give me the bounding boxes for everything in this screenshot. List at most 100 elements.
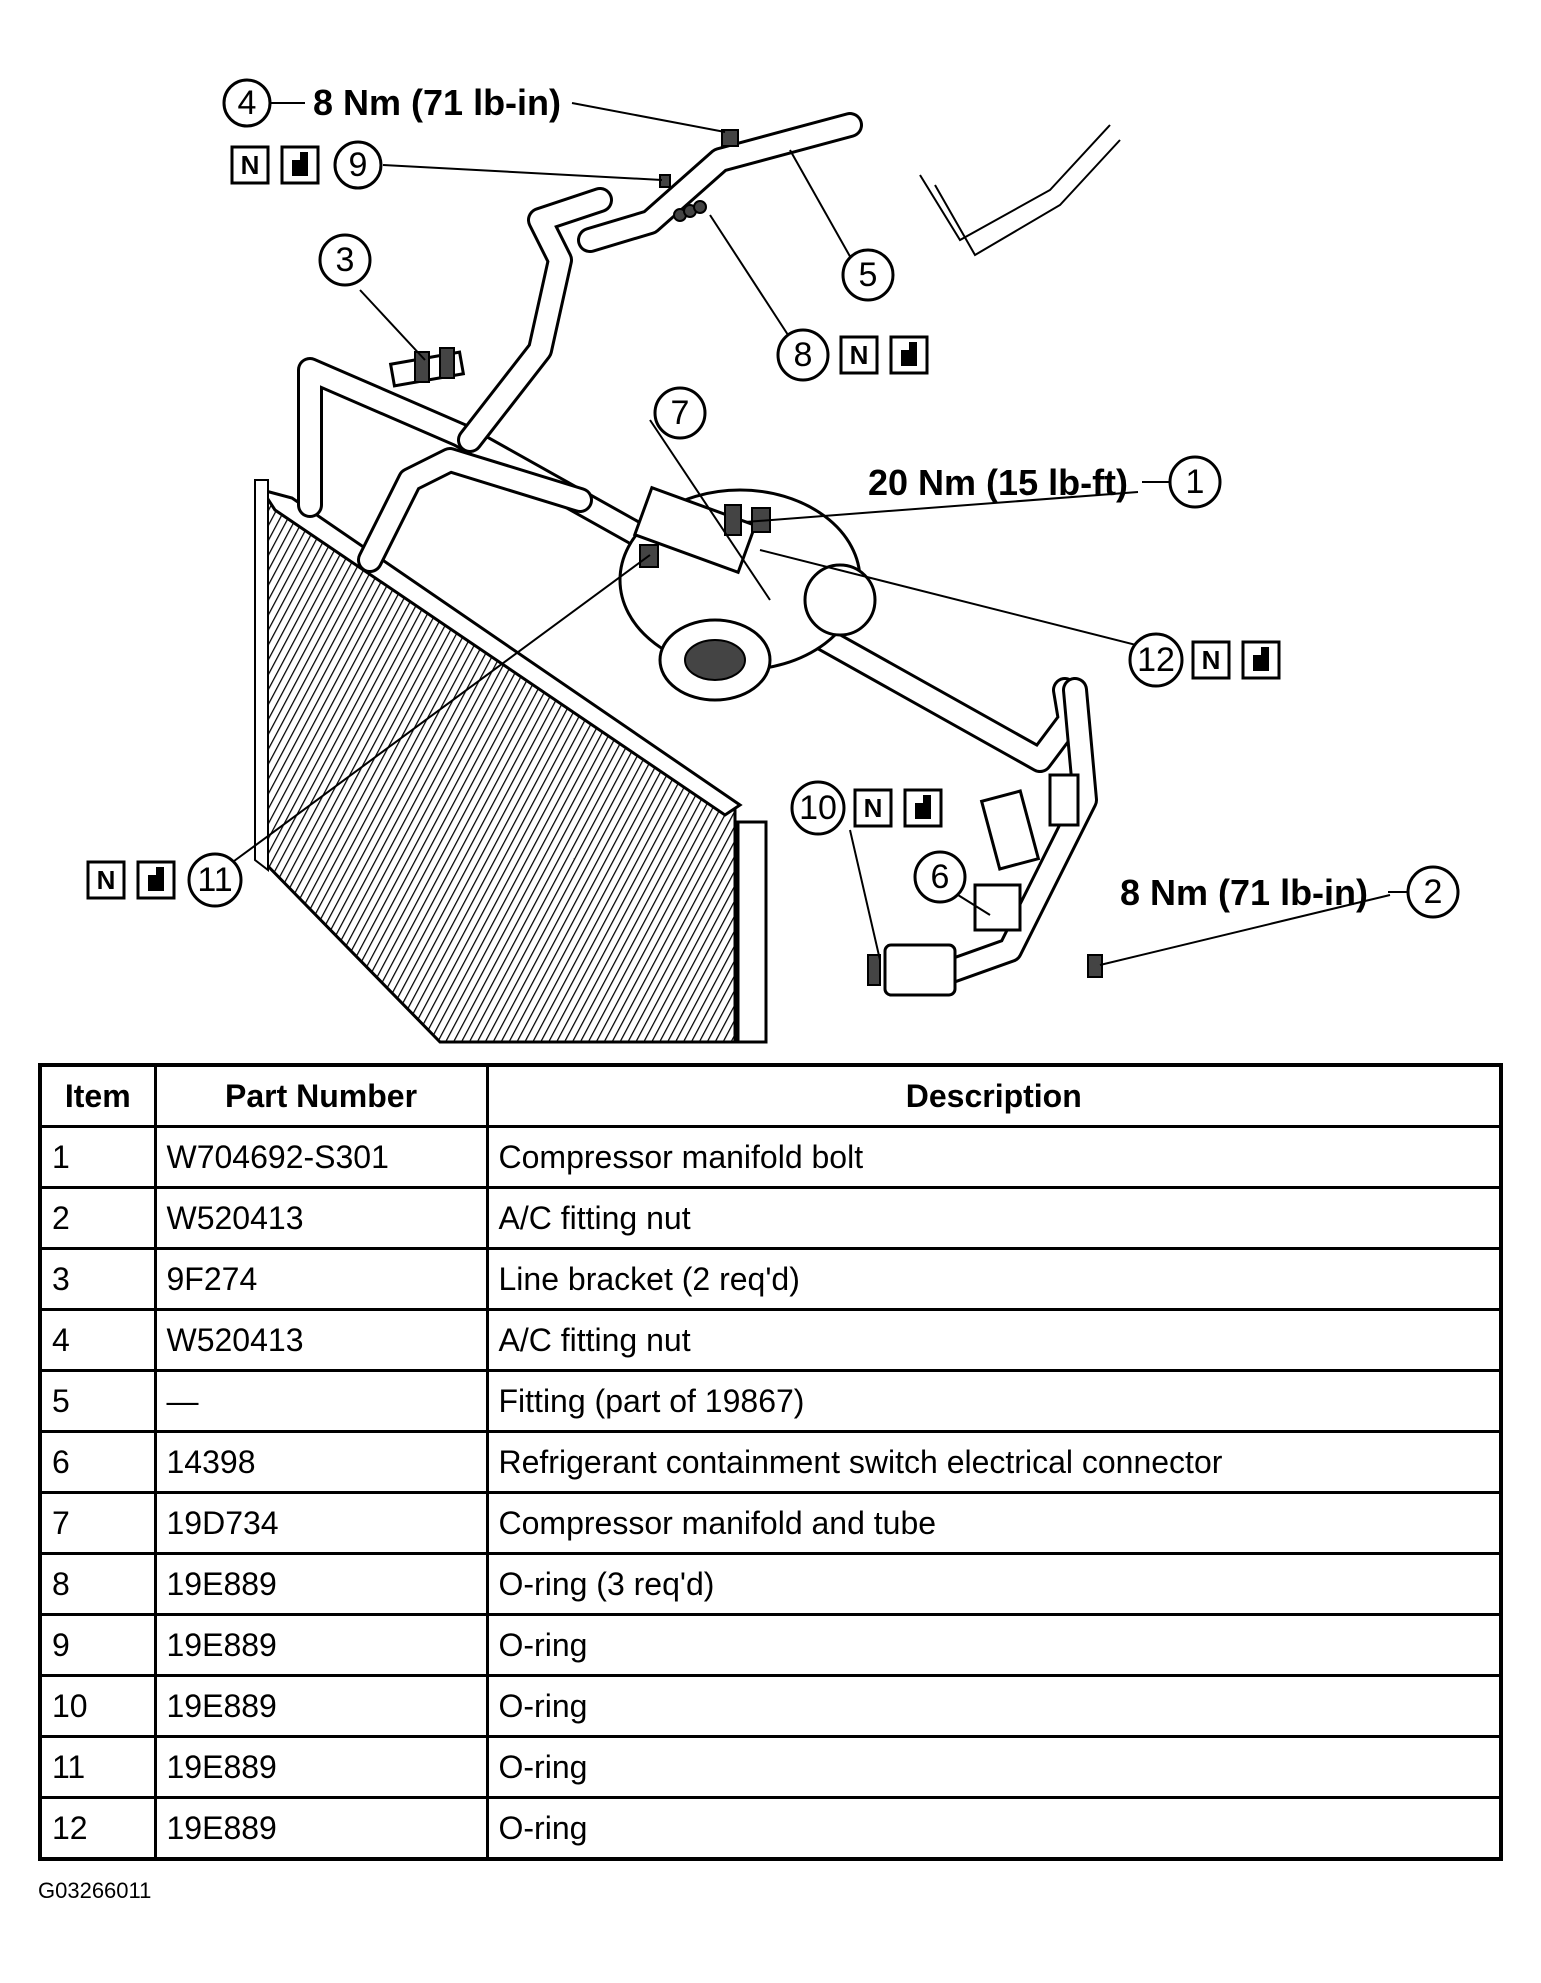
cell-item: 6 [38, 1430, 157, 1494]
table-header-row: Item Part Number Description [38, 1063, 1503, 1128]
cell-part-number: 19D734 [153, 1491, 489, 1555]
callout-6-number: 6 [931, 858, 950, 896]
svg-text:N: N [864, 793, 883, 823]
cell-part-number: 9F274 [153, 1247, 489, 1311]
cell-item: 11 [38, 1735, 157, 1799]
table-row: 7 19D734 Compressor manifold and tube [38, 1491, 1503, 1555]
callout-4-number: 4 [238, 84, 257, 122]
line-bracket-illustration [388, 347, 466, 388]
new-part-icon: N [86, 860, 126, 900]
cell-description: A/C fitting nut [485, 1186, 1503, 1250]
new-part-icon: N [839, 335, 879, 375]
table-row: 9 19E889 O-ring [38, 1613, 1503, 1677]
callout-8: 8 N [776, 328, 929, 382]
callout-1: 20 Nm (15 lb-ft) 1 [868, 455, 1222, 509]
cell-item: 2 [38, 1186, 157, 1250]
figure-id: G03266011 [38, 1878, 152, 1903]
cell-description: Line bracket (2 req'd) [485, 1247, 1503, 1311]
callout-6: 6 [913, 850, 967, 904]
callout-8-number: 8 [794, 336, 813, 374]
compressor-illustration [618, 485, 877, 702]
table-row: 11 19E889 O-ring [38, 1735, 1503, 1799]
cell-part-number: W520413 [153, 1186, 489, 1250]
callout-10-number: 10 [799, 789, 837, 827]
ac-compressor-manifold-diagram: 4 8 Nm (71 lb-in) N 9 3 5 8 N [86, 78, 1460, 1044]
callout-4-torque: 8 Nm (71 lb-in) [313, 82, 561, 123]
cell-description: A/C fitting nut [485, 1308, 1503, 1372]
svg-text:N: N [97, 865, 116, 895]
callout-5-number: 5 [859, 256, 878, 294]
callout-10: 10 N [790, 780, 943, 836]
new-part-icon: N [853, 788, 893, 828]
column-header-description: Description [485, 1063, 1503, 1128]
cell-part-number: 14398 [153, 1430, 489, 1494]
table-row: 4 W520413 A/C fitting nut [38, 1308, 1503, 1372]
callout-1-number: 1 [1186, 463, 1205, 501]
svg-text:N: N [1202, 645, 1221, 675]
callout-2: 8 Nm (71 lb-in) 2 [1120, 865, 1460, 919]
cell-item: 7 [38, 1491, 157, 1555]
cell-description: O-ring (3 req'd) [485, 1552, 1503, 1616]
cell-description: O-ring [485, 1735, 1503, 1799]
cell-part-number: 19E889 [153, 1613, 489, 1677]
callout-3: 3 [318, 233, 372, 287]
lubricate-icon [903, 788, 943, 828]
lubricate-icon [889, 335, 929, 375]
leader-lines [229, 102, 1391, 966]
cell-description: O-ring [485, 1796, 1503, 1861]
table-row: 3 9F274 Line bracket (2 req'd) [38, 1247, 1503, 1311]
callout-5: 5 [841, 248, 895, 302]
cell-description: O-ring [485, 1674, 1503, 1738]
table-row: 10 19E889 O-ring [38, 1674, 1503, 1738]
callout-9: N 9 [230, 140, 383, 190]
callout-11-number: 11 [197, 861, 232, 899]
callout-2-number: 2 [1424, 873, 1443, 911]
table-row: 1 W704692-S301 Compressor manifold bolt [38, 1125, 1503, 1189]
callout-7-number: 7 [671, 394, 690, 432]
cell-item: 12 [38, 1796, 157, 1861]
cell-part-number: W704692-S301 [153, 1125, 489, 1189]
cell-part-number: W520413 [153, 1308, 489, 1372]
svg-text:N: N [850, 340, 869, 370]
callout-7: 7 [653, 386, 707, 440]
lubricate-icon [1241, 640, 1281, 680]
cell-item: 3 [38, 1247, 157, 1311]
callout-12: 12 N [1128, 632, 1281, 688]
new-part-icon: N [230, 145, 270, 185]
callout-9-number: 9 [349, 146, 368, 184]
cell-item: 10 [38, 1674, 157, 1738]
table-row: 2 W520413 A/C fitting nut [38, 1186, 1503, 1250]
column-header-part-number: Part Number [153, 1063, 489, 1128]
cell-description: Fitting (part of 19867) [485, 1369, 1503, 1433]
cell-item: 5 [38, 1369, 157, 1433]
cell-item: 1 [38, 1125, 157, 1189]
cell-description: Compressor manifold bolt [485, 1125, 1503, 1189]
new-part-icon: N [1191, 640, 1231, 680]
callout-12-number: 12 [1137, 641, 1175, 679]
cell-description: O-ring [485, 1613, 1503, 1677]
column-header-item: Item [38, 1063, 157, 1128]
parts-table: Item Part Number Description 1 W704692-S… [38, 1063, 1503, 1861]
switch-connector-illustration [973, 773, 1080, 932]
table-row: 6 14398 Refrigerant containment switch e… [38, 1430, 1503, 1494]
cell-part-number: 19E889 [153, 1674, 489, 1738]
condenser-illustration [254, 479, 768, 1044]
callout-2-torque: 8 Nm (71 lb-in) [1120, 872, 1368, 913]
table-row: 5 — Fitting (part of 19867) [38, 1369, 1503, 1433]
cell-part-number: 19E889 [153, 1796, 489, 1861]
cell-part-number: — [153, 1369, 489, 1433]
lubricate-icon [136, 860, 176, 900]
cell-item: 4 [38, 1308, 157, 1372]
callout-4: 4 8 Nm (71 lb-in) [222, 78, 561, 128]
cell-item: 9 [38, 1613, 157, 1677]
callout-11: N 11 [86, 852, 243, 908]
table-row: 12 19E889 O-ring [38, 1796, 1503, 1861]
cell-item: 8 [38, 1552, 157, 1616]
table-row: 8 19E889 O-ring (3 req'd) [38, 1552, 1503, 1616]
svg-text:N: N [241, 150, 260, 180]
cell-part-number: 19E889 [153, 1735, 489, 1799]
cell-description: Compressor manifold and tube [485, 1491, 1503, 1555]
lubricate-icon [280, 145, 320, 185]
cell-part-number: 19E889 [153, 1552, 489, 1616]
cell-description: Refrigerant containment switch electrica… [485, 1430, 1503, 1494]
